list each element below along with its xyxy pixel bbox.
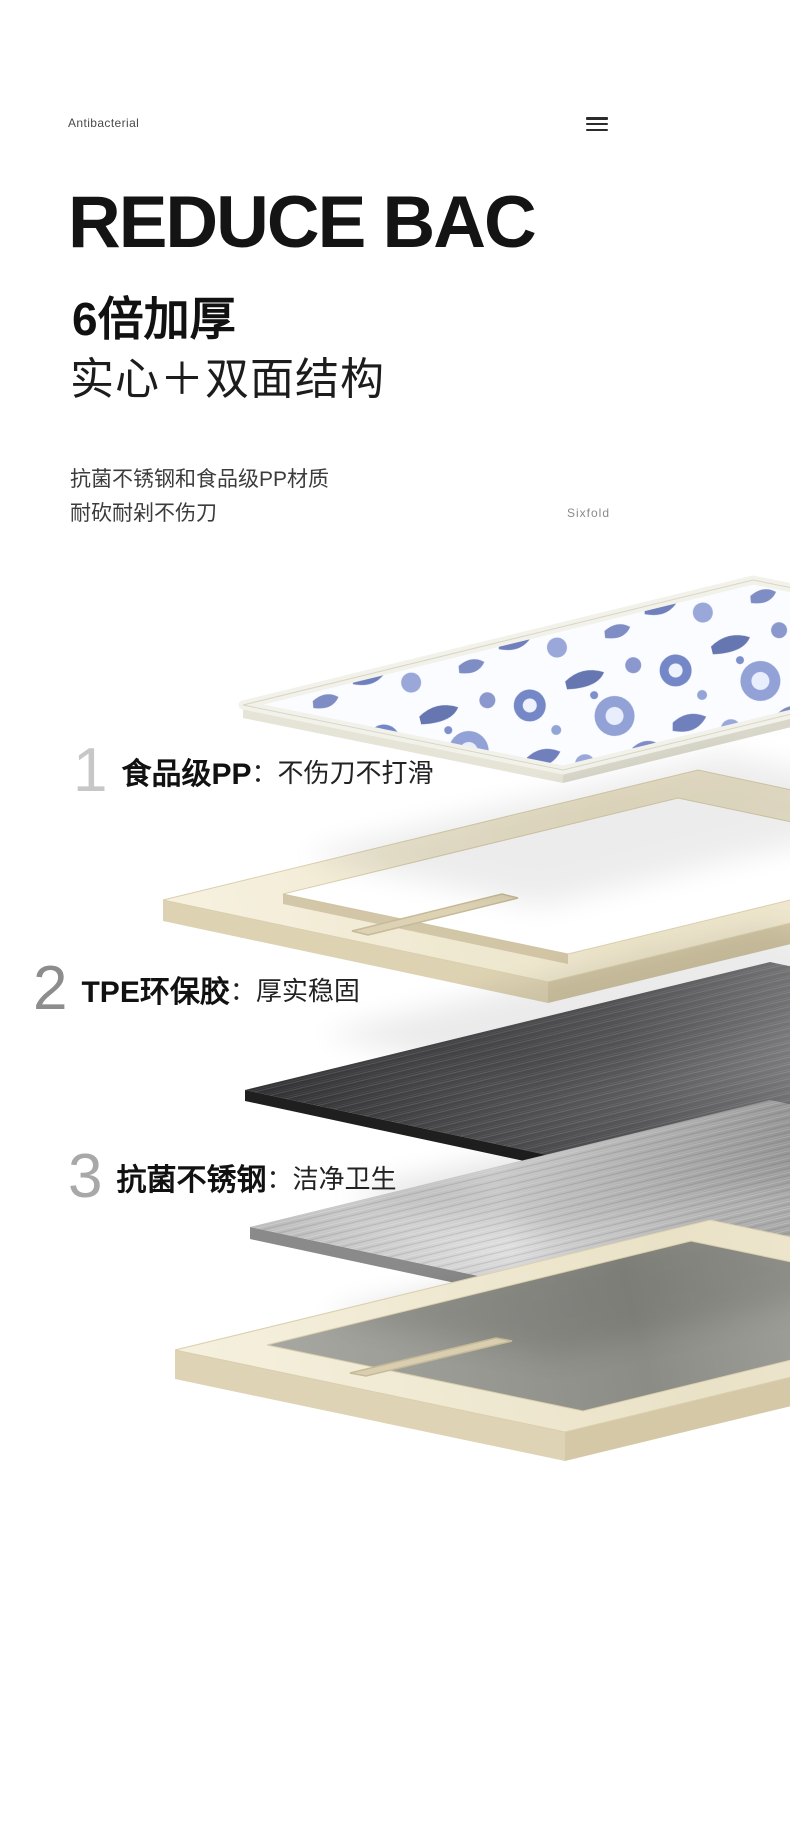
headline-chinese-sub: 实心＋双面结构 [70,355,385,404]
callout-separator: ： [229,975,256,1006]
cream-base-tray-layer [174,1219,790,1461]
callout-label: TPE环保胶 [81,976,230,1009]
callout-number: 3 [68,1142,103,1211]
menu-bar [586,128,608,131]
hamburger-menu-icon[interactable] [586,117,608,131]
headline-english: REDUCE BAC [68,182,537,263]
tpe-frame-layer [162,753,790,1003]
porcelain-pp-board-layer [238,575,790,783]
callout-label: 抗菌不锈钢 [116,1164,267,1197]
exploded-view-illustration [162,575,790,1461]
callout-desc: 不伤刀不打滑 [277,757,434,788]
callout-separator: ： [251,757,278,788]
product-description: 抗菌不锈钢和食品级PP材质 耐砍耐剁不伤刀 [70,463,329,531]
menu-bar [586,117,608,120]
callout-number: 1 [73,736,108,805]
callout-desc: 洁净卫生 [292,1163,397,1194]
callout-pp-layer: 1 食品级PP ： 不伤刀不打滑 [73,740,434,802]
description-line-2: 耐砍耐剁不伤刀 [70,502,217,525]
headline-chinese-bold: 6倍加厚 [72,293,236,345]
callout-label: 食品级PP [121,758,252,791]
brand-label: Antibacterial [68,116,140,130]
callout-separator: ： [266,1163,293,1194]
callout-desc: 厚实稳固 [255,975,360,1006]
description-line-1: 抗菌不锈钢和食品级PP材质 [70,468,330,491]
sixfold-label: Sixfold [567,506,611,520]
callout-number: 2 [33,954,68,1023]
menu-bar [586,122,608,126]
callout-tpe-layer: 2 TPE环保胶 ： 厚实稳固 [33,958,360,1020]
callout-steel-layer: 3 抗菌不锈钢 ： 洁净卫生 [68,1146,397,1208]
